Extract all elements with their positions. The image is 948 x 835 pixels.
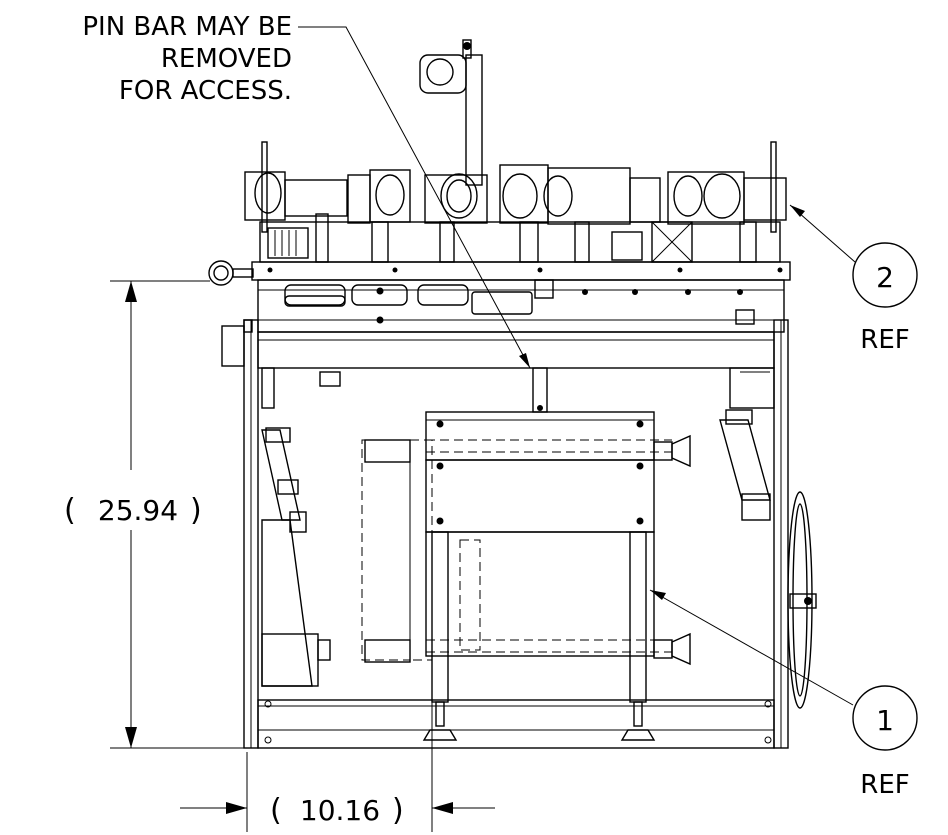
pin-bar-note: PIN BAR MAY BE REMOVED FOR ACCESS. [82,12,292,106]
note-line-3: FOR ACCESS. [119,76,292,106]
width-paren-close: ) [392,793,404,828]
optics-row [244,39,787,263]
handwheel [787,491,817,709]
balloon-2: 2 REF [789,204,918,355]
height-paren-close: ) [190,493,202,528]
note-line-1: PIN BAR MAY BE [82,12,292,42]
balloon-2-number: 2 [876,261,894,294]
width-value: 10.16 [300,794,380,827]
width-paren-open: ( [270,793,282,828]
balloon-1: 1 REF [649,589,918,800]
height-paren-open: ( [64,493,76,528]
note-line-2: REMOVED [161,44,292,74]
hidden-tray [361,439,672,663]
left-brackets [261,367,341,687]
machine-frame [243,319,789,749]
balloon-2-ref: REF [860,325,909,355]
right-brackets [719,367,775,521]
height-value: 25.94 [98,494,178,527]
note-leader [298,26,531,369]
balloon-1-ref: REF [860,770,909,800]
width-dimension: ( 10.16 ) [180,700,495,832]
center-carriage [422,411,691,741]
balloon-1-number: 1 [876,704,894,737]
pin-bar [532,367,548,413]
height-dimension: ( 25.94 ) [64,280,440,749]
top-plate-assembly [208,260,791,367]
